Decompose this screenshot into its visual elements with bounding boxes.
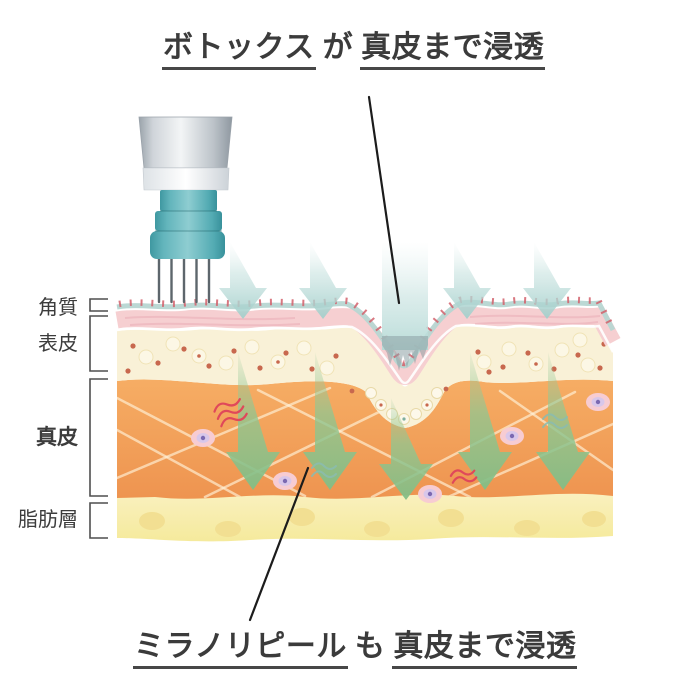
device-head (138, 116, 233, 169)
caption-milano-repeel: ミラノリピールも真皮まで浸透 (133, 630, 578, 669)
layer-label-dermis: 真皮 (36, 426, 78, 449)
layer-label-epidermis: 表皮 (38, 333, 78, 355)
caption-repeel-lead: ミラノリピール (133, 630, 348, 669)
basal-gap-line (116, 324, 615, 385)
needle (157, 254, 211, 304)
device-collar (155, 211, 222, 231)
fat-blob (139, 508, 606, 537)
epidermis-layer (117, 326, 613, 428)
epidermis-dot (125, 341, 607, 394)
device-tip-base (150, 231, 225, 259)
layer-brackets (89, 298, 108, 539)
botox-arrow-icon (523, 242, 571, 319)
capillary-squiggle (213, 398, 478, 484)
caption-botox-particle: が (322, 31, 354, 64)
device-neck (160, 190, 217, 211)
bracket-dermis (89, 378, 108, 497)
device-white-band (142, 167, 230, 191)
botox-arrow-into-dip (382, 242, 428, 371)
botox-arrows (219, 242, 571, 371)
skin-cross-section (115, 296, 621, 542)
dip-cell (365, 387, 443, 425)
caption-botox-lead: ボトックス (162, 31, 316, 70)
bracket-stratum-corneum (89, 298, 108, 312)
pointer-line-top (367, 95, 401, 305)
layer-label-fat-layer: 脂肪層 (18, 509, 78, 531)
caption-botox-tail: 真皮まで浸透 (360, 31, 546, 70)
layer-label-stratum-corneum: 角質 (38, 297, 78, 319)
caption-botox: ボトックスが真皮まで浸透 (162, 31, 546, 70)
fiber-squiggle (311, 413, 568, 478)
basal-layer-streaks (124, 314, 601, 327)
pointer-line-bottom (248, 466, 310, 622)
bracket-epidermis (89, 315, 108, 372)
caption-repeel-tail: 真皮まで浸透 (392, 630, 578, 669)
dissolving-edge (382, 336, 428, 371)
caption-repeel-particle: も (354, 630, 386, 663)
bracket-fat-layer (89, 502, 108, 539)
microneedle-device (138, 116, 233, 304)
